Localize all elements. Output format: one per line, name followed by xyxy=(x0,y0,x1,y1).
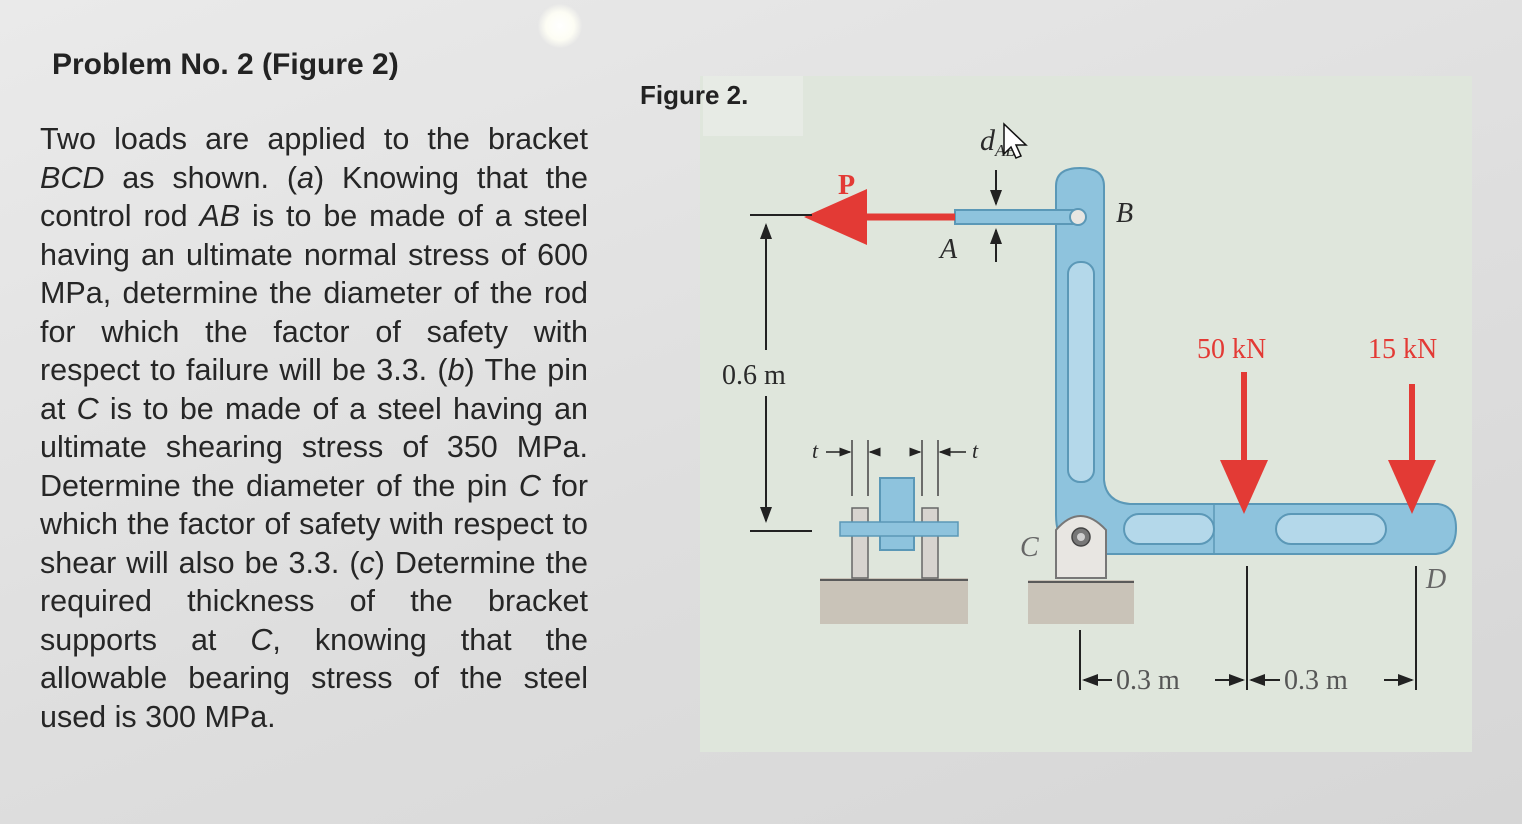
statement-text: ) Knowing that the control rod xyxy=(40,160,588,234)
statement-text: ) The pin at xyxy=(40,353,588,426)
label-t-right: t xyxy=(972,438,979,463)
mouse-cursor-icon xyxy=(1003,122,1028,159)
label-t-left: t xyxy=(812,438,819,463)
italic-term: C xyxy=(250,622,273,657)
rod-ab xyxy=(954,209,1074,225)
support-c xyxy=(1055,515,1107,579)
ground-left xyxy=(820,578,968,624)
bracket-slot-2 xyxy=(1275,513,1387,545)
statement-text: for which the factor of safety with resp… xyxy=(40,468,588,580)
statement-text: as shown. ( xyxy=(104,160,297,195)
support-c-side-view xyxy=(826,440,966,579)
italic-term: c xyxy=(359,545,375,580)
label-dist-2: 0.3 m xyxy=(1284,665,1348,696)
label-b: B xyxy=(1116,198,1133,229)
label-c: C xyxy=(1020,532,1039,563)
figure-label-box xyxy=(703,76,803,136)
label-load-15kn: 15 kN xyxy=(1368,334,1437,365)
statement-text: is to be made of a steel having an ultim… xyxy=(40,199,589,387)
italic-term: a xyxy=(297,160,314,195)
italic-term: C xyxy=(76,391,99,426)
italic-term: C xyxy=(518,468,541,503)
label-load-50kn: 50 kN xyxy=(1197,334,1266,365)
figure-label: Figure 2. xyxy=(640,80,749,110)
label-a: A xyxy=(938,234,958,265)
label-p: P xyxy=(838,170,855,201)
italic-term: AB xyxy=(199,199,241,233)
problem-title: Problem No. 2 (Figure 2) xyxy=(52,48,399,81)
statement-text: is to be made of a steel having an ultim… xyxy=(40,391,588,503)
problem-statement: Two loads are applied to the bracket BCD… xyxy=(40,120,588,736)
ground-right xyxy=(1028,580,1134,624)
statement-text: , knowing that the allowable bearing str… xyxy=(40,622,588,734)
label-d: D xyxy=(1425,564,1446,595)
camera-glare xyxy=(538,4,582,48)
label-dist-1: 0.3 m xyxy=(1116,665,1180,696)
label-height: 0.6 m xyxy=(722,360,786,391)
pin-b xyxy=(1069,208,1087,226)
statement-text: Two loads are applied to the bracket xyxy=(40,122,588,156)
italic-term: b xyxy=(447,353,465,387)
italic-term: BCD xyxy=(40,160,105,195)
bracket-slot-vertical xyxy=(1067,261,1095,483)
statement-text: ) Determine the required thickness of th… xyxy=(40,545,588,657)
bracket-slot-1 xyxy=(1123,513,1215,545)
